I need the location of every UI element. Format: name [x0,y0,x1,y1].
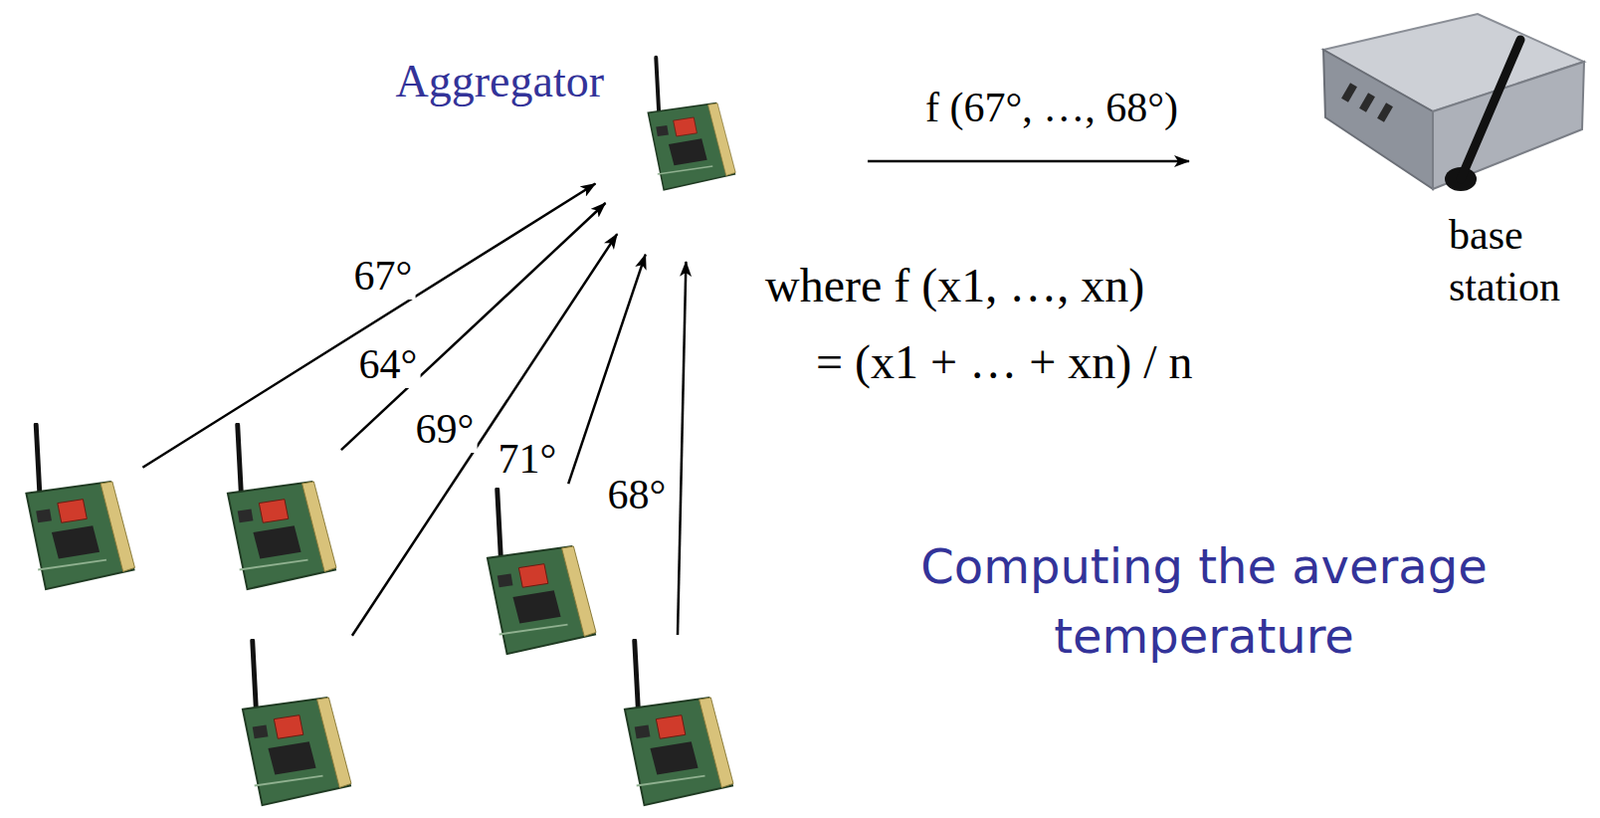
sensor-mote [242,640,352,805]
sensor-mote [624,640,734,805]
arrow-connector [568,254,646,485]
aggregator-mote [647,57,736,191]
sensor-mote [487,489,597,654]
edge-label: f (67°, …, 68°) [922,83,1182,132]
formula-text: = (x1 + … + xn) / n [815,334,1194,391]
base-station-label: base station [1448,208,1599,313]
edge-label: 68° [604,470,670,519]
sensor-mote [25,424,135,590]
sensor-mote [14,422,140,595]
sensor-mote [227,424,337,590]
edge-label: 69° [412,404,478,453]
arrow-connector [867,160,1190,164]
edge-label: 71° [495,434,561,483]
sensor-mote [616,638,735,810]
caption: Computing the average temperature [810,531,1598,671]
sensor-mote [479,487,598,659]
edge-label: 67° [351,251,416,300]
sensor-mote [234,638,353,810]
base-station-device [1323,13,1585,192]
arrow-connector [677,261,686,635]
sensor-mote [218,422,339,595]
base-station: base station [1313,9,1595,331]
aggregator-label: Aggregator [396,55,604,108]
formula-text: where f (x1, …, xn) [765,257,1145,314]
aggregator-mote: Aggregator [641,37,737,212]
edge-label: 64° [356,340,421,389]
